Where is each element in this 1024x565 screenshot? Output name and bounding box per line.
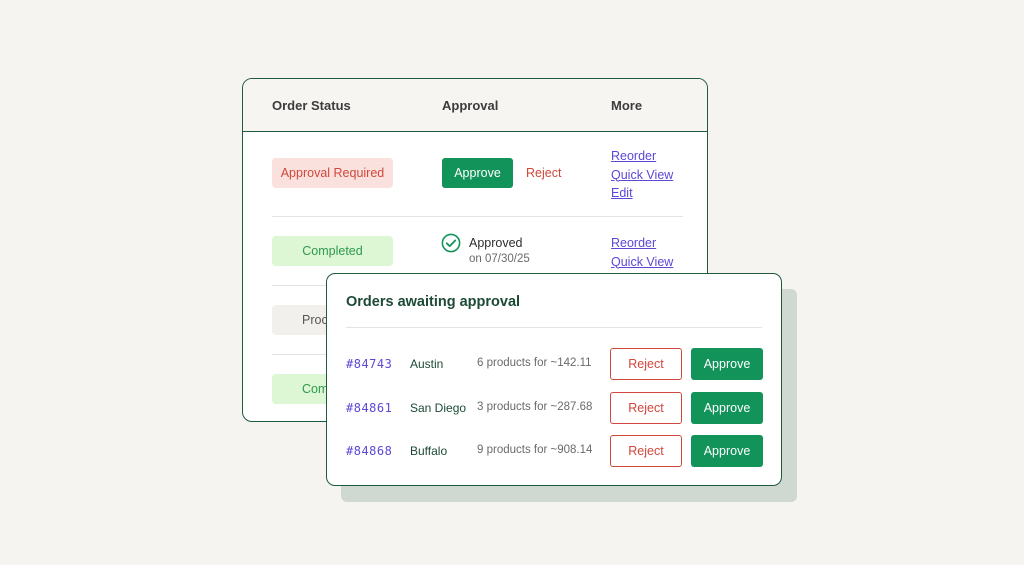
table-header: Order Status Approval More — [243, 79, 707, 132]
panel-divider — [346, 327, 762, 328]
status-badge-completed: Completed — [272, 236, 393, 266]
column-header-approval: Approval — [442, 98, 499, 113]
more-links: Reorder Quick View — [611, 234, 673, 271]
quick-view-link[interactable]: Quick View — [611, 254, 674, 269]
reorder-link[interactable]: Reorder — [611, 149, 657, 163]
status-badge-approval-required: Approval Required — [272, 158, 393, 188]
reorder-link[interactable]: Reorder — [611, 236, 657, 250]
row-divider — [272, 216, 683, 217]
panel-title: Orders awaiting approval — [346, 294, 521, 310]
order-summary: 6 products for ~142.11 — [477, 357, 592, 369]
orders-awaiting-approval-panel: Orders awaiting approval #84743 Austin 6… — [326, 273, 782, 486]
approve-button[interactable]: Approve — [442, 158, 513, 188]
edit-link[interactable]: Edit — [611, 186, 633, 200]
order-summary: 9 products for ~908.14 — [477, 444, 593, 456]
column-header-order-status: Order Status — [272, 98, 351, 113]
approve-button[interactable]: Approve — [691, 348, 763, 380]
reject-button[interactable]: Reject — [610, 435, 682, 467]
order-summary: 3 products for ~287.68 — [477, 401, 593, 413]
order-id[interactable]: #84743 — [346, 357, 393, 371]
approve-button[interactable]: Approve — [691, 392, 763, 424]
reject-button[interactable]: Reject — [610, 348, 682, 380]
list-item: #84743 Austin 6 products for ~142.11 Rej… — [327, 348, 781, 382]
list-item: #84861 San Diego 3 products for ~287.68 … — [327, 392, 781, 426]
order-id[interactable]: #84868 — [346, 444, 393, 458]
list-item: #84868 Buffalo 9 products for ~908.14 Re… — [327, 435, 781, 469]
check-circle-icon — [441, 233, 461, 253]
quick-view-link[interactable]: Quick View — [611, 167, 674, 182]
order-city: Buffalo — [410, 444, 448, 458]
approved-status: Approved — [469, 236, 523, 250]
approve-button[interactable]: Approve — [691, 435, 763, 467]
reject-button[interactable]: Reject — [610, 392, 682, 424]
order-city: Austin — [410, 357, 444, 371]
order-city: San Diego — [410, 401, 467, 415]
approved-date: on 07/30/25 — [469, 253, 530, 265]
reject-link[interactable]: Reject — [526, 166, 562, 180]
order-id[interactable]: #84861 — [346, 401, 393, 415]
more-links: Reorder Quick View Edit — [611, 147, 673, 203]
column-header-more: More — [611, 98, 643, 113]
